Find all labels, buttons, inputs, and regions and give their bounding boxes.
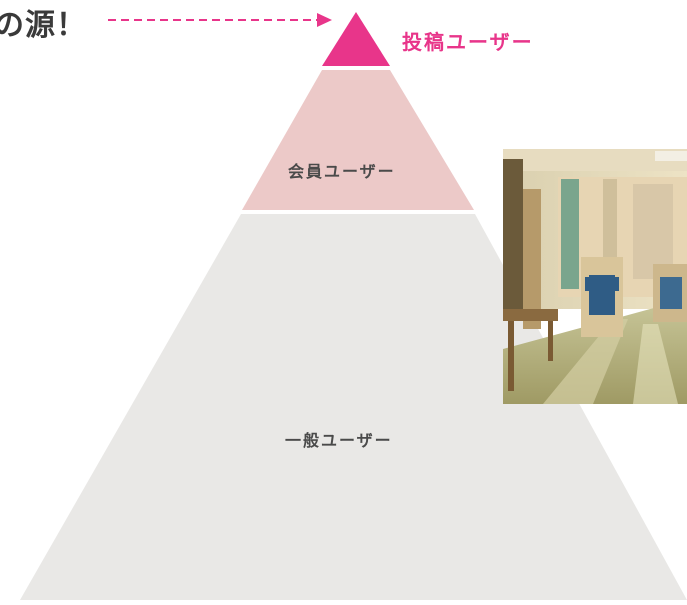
tier-label-middle: 会員ユーザー (288, 162, 396, 181)
room-photo (503, 149, 687, 404)
arrow-head-icon (317, 13, 332, 27)
tier-label-bottom: 一般ユーザー (285, 431, 393, 450)
source-text: の源！ (0, 8, 87, 43)
tier-label-top: 投稿ユーザー (402, 30, 534, 54)
pyramid-tier-top (322, 12, 390, 66)
pyramid-tier-middle (242, 70, 474, 210)
room-photo-icon (503, 149, 687, 404)
